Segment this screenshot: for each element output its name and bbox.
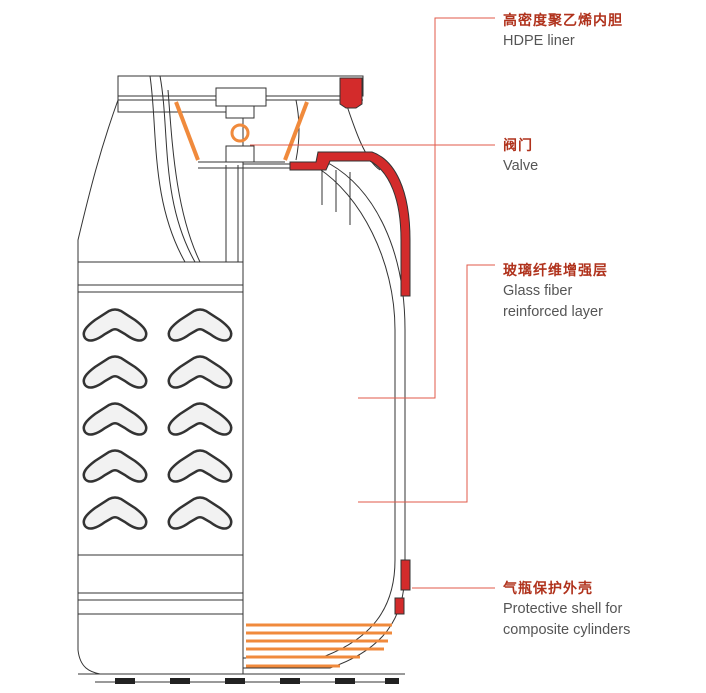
label-hdpe-liner: 高密度聚乙烯内胆 HDPE liner bbox=[503, 10, 623, 52]
chevron-vent-icon bbox=[167, 449, 233, 483]
label-protective-shell: 气瓶保护外壳 Protective shell for composite cy… bbox=[503, 578, 630, 641]
label-valve-en: Valve bbox=[503, 158, 539, 174]
inner-liner-right bbox=[243, 167, 396, 659]
label-glass-fiber-en-1: Glass fiber bbox=[503, 283, 573, 299]
label-protective-shell-en-1: Protective shell for bbox=[503, 601, 623, 617]
chevron-vent-icon bbox=[82, 449, 148, 483]
label-valve: 阀门 Valve bbox=[503, 135, 538, 177]
chevron-vent-icon bbox=[82, 496, 148, 530]
label-glass-fiber: 玻璃纤维增强层 Glass fiber reinforced layer bbox=[503, 260, 608, 323]
chevron-vent-icon bbox=[82, 402, 148, 436]
chevron-vent-icon bbox=[167, 308, 233, 342]
chevron-vent-icon bbox=[82, 308, 148, 342]
leader-hdpe bbox=[358, 17, 495, 399]
label-hdpe-liner-zh: 高密度聚乙烯内胆 bbox=[503, 12, 623, 28]
chevron-vent-icon bbox=[167, 355, 233, 389]
liner-shoulder-right bbox=[283, 101, 309, 161]
liner-shoulder-left bbox=[174, 101, 200, 161]
valve-icon bbox=[215, 87, 267, 163]
label-glass-fiber-zh: 玻璃纤维增强层 bbox=[503, 262, 608, 278]
label-hdpe-liner-en: HDPE liner bbox=[503, 33, 575, 49]
label-protective-shell-en-2: composite cylinders bbox=[503, 622, 631, 638]
label-glass-fiber-en-2: reinforced layer bbox=[503, 304, 603, 320]
red-cap-strip bbox=[289, 151, 411, 297]
label-valve-zh: 阀门 bbox=[503, 137, 533, 153]
label-protective-shell-zh: 气瓶保护外壳 bbox=[503, 580, 593, 596]
handle-strap-left bbox=[149, 75, 186, 263]
leader-glass bbox=[358, 264, 495, 503]
chevron-vent-icon bbox=[82, 355, 148, 389]
chevron-vent-icon bbox=[167, 496, 233, 530]
handle-icon bbox=[339, 77, 363, 109]
chevron-vent-icon bbox=[167, 402, 233, 436]
